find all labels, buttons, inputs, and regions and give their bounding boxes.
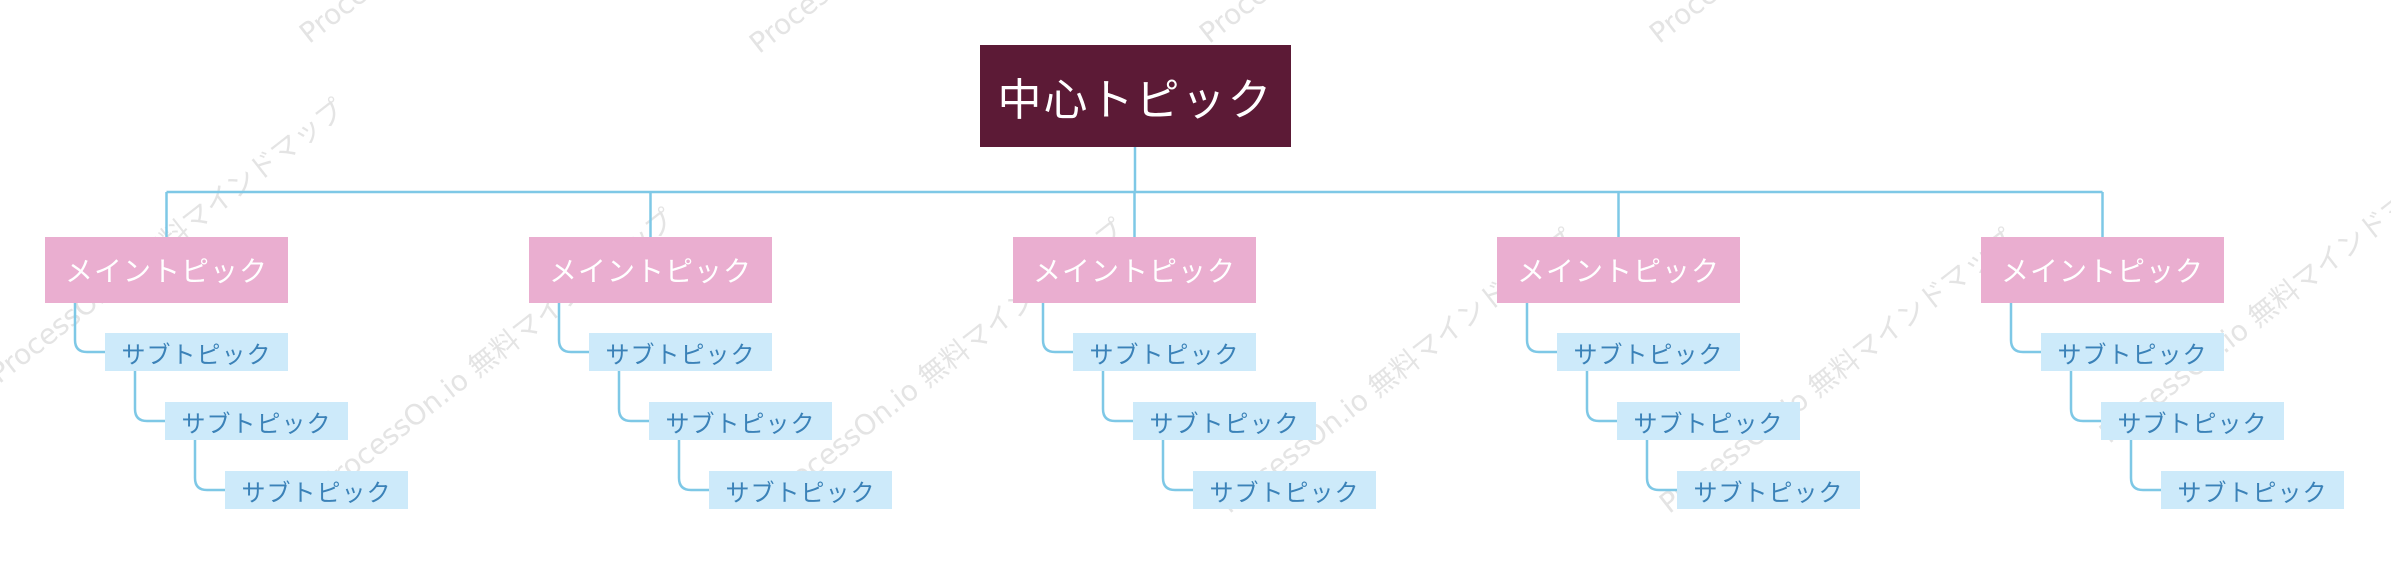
subtopic-label: サブトピック bbox=[665, 409, 816, 438]
main-topic-1[interactable]: メイントピック bbox=[45, 237, 288, 303]
subtopic-3-1[interactable]: サブトピック bbox=[1073, 333, 1256, 371]
subtopic-2-3[interactable]: サブトピック bbox=[709, 471, 892, 509]
subtopic-label: サブトピック bbox=[1089, 340, 1240, 369]
subtopic-1-3[interactable]: サブトピック bbox=[225, 471, 408, 509]
main-topic-2[interactable]: メイントピック bbox=[529, 237, 772, 303]
central-topic-label: 中心トピック bbox=[997, 75, 1274, 126]
connector-branch-1-sub-1 bbox=[73, 303, 105, 354]
connector-branch-1-sub-2 bbox=[133, 371, 165, 423]
main-topic-label: メイントピック bbox=[548, 255, 752, 288]
connector-branch-5-sub-2 bbox=[2069, 371, 2101, 423]
connector-branch-4-sub-3 bbox=[1645, 440, 1677, 492]
subtopic-5-3[interactable]: サブトピック bbox=[2161, 471, 2344, 509]
subtopic-label: サブトピック bbox=[1693, 478, 1844, 507]
connector-branch-5-sub-1 bbox=[2009, 303, 2041, 354]
connector-branch-1-sub-3 bbox=[193, 440, 225, 492]
subtopic-1-1[interactable]: サブトピック bbox=[105, 333, 288, 371]
subtopic-label: サブトピック bbox=[1573, 340, 1724, 369]
main-topic-label: メイントピック bbox=[2000, 255, 2204, 288]
subtopic-2-1[interactable]: サブトピック bbox=[589, 333, 772, 371]
subtopic-label: サブトピック bbox=[181, 409, 332, 438]
subtopic-5-1[interactable]: サブトピック bbox=[2041, 333, 2224, 371]
subtopic-label: サブトピック bbox=[1149, 409, 1300, 438]
subtopic-label: サブトピック bbox=[2057, 340, 2208, 369]
subtopic-5-2[interactable]: サブトピック bbox=[2101, 402, 2284, 440]
connector-branch-3-sub-2 bbox=[1101, 371, 1133, 423]
subtopic-4-3[interactable]: サブトピック bbox=[1677, 471, 1860, 509]
subtopic-3-3[interactable]: サブトピック bbox=[1193, 471, 1376, 509]
central-topic[interactable]: 中心トピック bbox=[980, 45, 1291, 147]
subtopic-label: サブトピック bbox=[1633, 409, 1784, 438]
connector-branch-2-sub-2 bbox=[617, 371, 649, 423]
subtopic-label: サブトピック bbox=[1209, 478, 1360, 507]
main-topic-label: メイントピック bbox=[1032, 255, 1236, 288]
subtopic-label: サブトピック bbox=[725, 478, 876, 507]
connector-branch-4-sub-1 bbox=[1525, 303, 1557, 354]
connector-branch-3-sub-1 bbox=[1041, 303, 1073, 354]
main-topic-label: メイントピック bbox=[64, 255, 268, 288]
main-topic-4[interactable]: メイントピック bbox=[1497, 237, 1740, 303]
connector-branch-3-sub-3 bbox=[1161, 440, 1193, 492]
connector-branch-4-sub-2 bbox=[1585, 371, 1617, 423]
subtopic-4-1[interactable]: サブトピック bbox=[1557, 333, 1740, 371]
subtopic-1-2[interactable]: サブトピック bbox=[165, 402, 348, 440]
connector-branch-2-sub-1 bbox=[557, 303, 589, 354]
subtopic-label: サブトピック bbox=[2177, 478, 2328, 507]
subtopic-label: サブトピック bbox=[121, 340, 272, 369]
connector-branch-2-sub-3 bbox=[677, 440, 709, 492]
subtopic-label: サブトピック bbox=[241, 478, 392, 507]
main-topic-5[interactable]: メイントピック bbox=[1981, 237, 2224, 303]
subtopic-label: サブトピック bbox=[2117, 409, 2268, 438]
main-topic-3[interactable]: メイントピック bbox=[1013, 237, 1256, 303]
subtopic-4-2[interactable]: サブトピック bbox=[1617, 402, 1800, 440]
connector-branch-5-sub-3 bbox=[2129, 440, 2161, 492]
main-topic-label: メイントピック bbox=[1516, 255, 1720, 288]
subtopic-3-2[interactable]: サブトピック bbox=[1133, 402, 1316, 440]
subtopic-label: サブトピック bbox=[605, 340, 756, 369]
subtopic-2-2[interactable]: サブトピック bbox=[649, 402, 832, 440]
